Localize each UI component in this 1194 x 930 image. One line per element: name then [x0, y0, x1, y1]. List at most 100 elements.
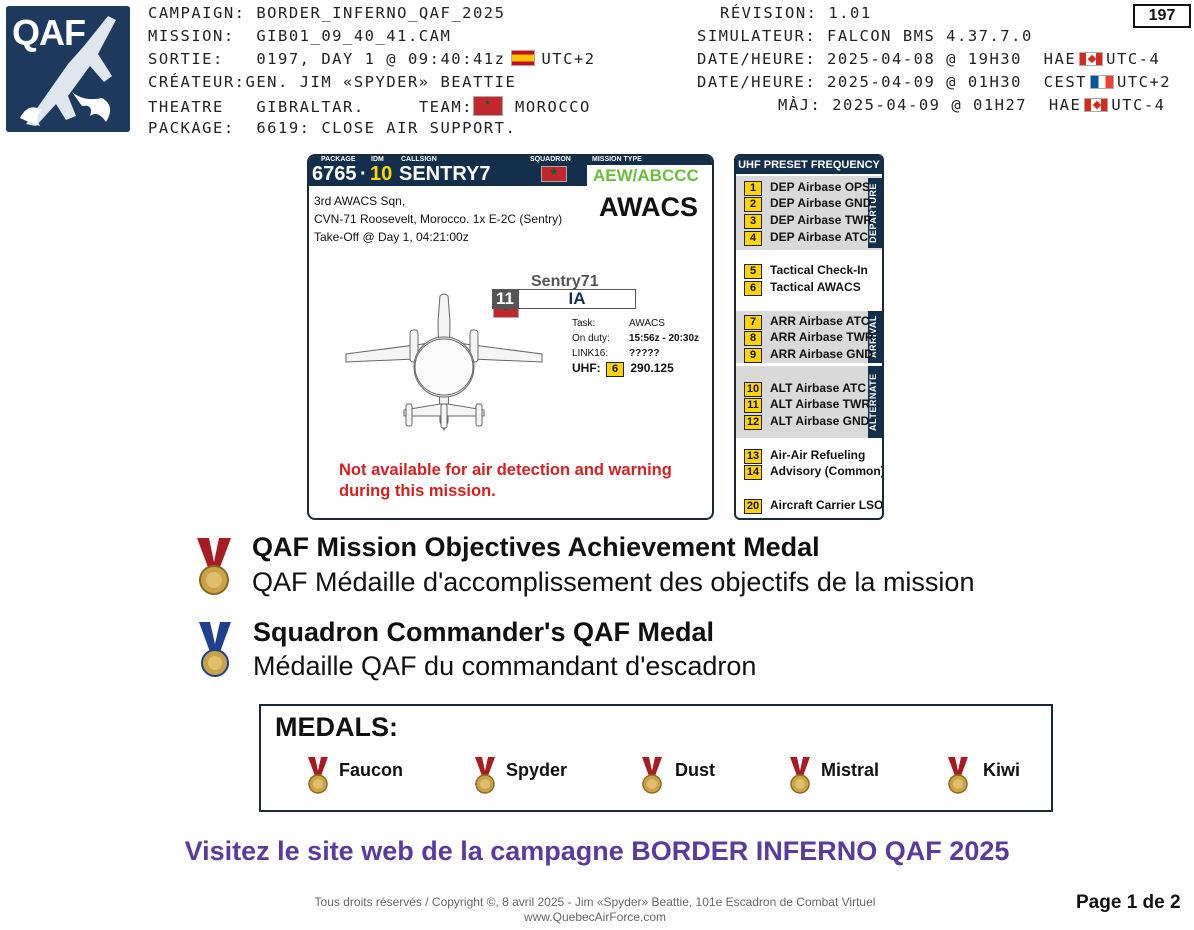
medal-recipient: Mistral: [821, 760, 880, 780]
tz-label: CEST: [1043, 73, 1087, 91]
footer: Tous droits réservés / Copyright ©, 8 av…: [0, 895, 1190, 925]
task-value: AWACS: [629, 318, 665, 329]
update-value: 2025-04-09 @ 01H27: [832, 96, 1028, 114]
role-title: AWACS: [599, 192, 699, 222]
theatre-value: GIBRALTAR.: [256, 98, 365, 116]
task-label: Task:: [572, 318, 596, 329]
squadron-flag-icon: [541, 166, 567, 182]
uhf-label: UHF:: [572, 361, 601, 375]
uhf-preset-number: 6: [606, 362, 625, 377]
morocco-flag-icon: [473, 96, 503, 116]
simulator-line: SIMULATEUR: FALCON BMS 4.37.7.0: [697, 27, 1033, 45]
warning-line-2: during this mission.: [339, 482, 496, 500]
medal-icon: [642, 757, 662, 794]
datetime-value: 2025-04-09 @ 01H30: [827, 73, 1022, 91]
medals-title: MEDALS:: [275, 712, 398, 742]
flight-card-header: PACKAGE IDM CALLSIGN SQUADRON MISSION TY…: [309, 156, 712, 186]
simulator-value: FALCON BMS 4.37.7.0: [827, 27, 1033, 45]
link16-label: LINK16:: [572, 348, 609, 359]
blue-medal-icon: [199, 622, 231, 677]
duty-value: 15:56z - 20:30z: [629, 333, 700, 344]
website-url[interactable]: www.QuebecAirForce.com: [523, 910, 667, 924]
idm-col-label: IDM: [371, 156, 384, 163]
mission-type-col-label: MISSION TYPE: [592, 156, 642, 163]
medal-recipient: Faucon: [339, 760, 404, 780]
campaign-value: BORDER_INFERNO_QAF_2025: [256, 4, 506, 22]
medal-recipient: Dust: [675, 760, 715, 780]
sortie-label: SORTIE:: [148, 50, 224, 68]
callsign: SENTRY7: [399, 163, 491, 185]
logo-text: QAF: [12, 12, 86, 53]
creator-label: CRÉATEUR:: [148, 73, 246, 91]
squadron-text: 3rd AWACS Sqn,: [314, 194, 406, 208]
squadron-col-label: SQUADRON: [530, 156, 571, 163]
medal-icon: [948, 757, 968, 794]
page-number-box: 197: [1133, 4, 1191, 28]
tz-label: HAE: [1048, 96, 1082, 114]
idm-number: 10: [370, 163, 393, 185]
revision-value: 1.01: [828, 4, 872, 22]
spain-flag-icon: [511, 50, 536, 66]
e2c-aircraft-icon: [345, 293, 543, 432]
campaign-website-link[interactable]: Visitez le site web de la campagne BORDE…: [184, 836, 1010, 866]
package-line: PACKAGE: 6619: CLOSE AIR SUPPORT.: [148, 119, 516, 137]
mission-label: MISSION:: [148, 27, 235, 45]
canada-flag-icon: [1079, 52, 1104, 66]
mission-value: GIB01_09_40_41.CAM: [256, 27, 452, 45]
medals-box: MEDALS: Faucon Spyder Dust Mistral Kiwi: [259, 704, 1053, 812]
task-labels: Task: On duty: LINK16:: [572, 316, 610, 361]
team-label: TEAM:: [418, 98, 473, 116]
medal-recipient: Spyder: [506, 760, 568, 780]
campaign-line: CAMPAIGN: BORDER_INFERNO_QAF_2025: [148, 4, 505, 22]
revision-line: RÉVISION: 1.01: [720, 4, 872, 22]
simulator-label: SIMULATEUR:: [697, 27, 817, 45]
award-title-en: QAF Mission Objectives Achievement Medal: [252, 532, 820, 562]
award-title-fr: QAF Médaille d'accomplissement des objec…: [252, 567, 975, 597]
package-value: 6619: CLOSE AIR SUPPORT.: [256, 119, 517, 137]
mission-type: AEW/ABCCC: [593, 166, 699, 185]
red-medal-icon: [197, 538, 231, 595]
availability-warning: Not available for air detection and warn…: [339, 460, 672, 502]
medal-icon: [308, 757, 328, 794]
slot-code: IA: [518, 289, 636, 309]
datetime-label: DATE/HEURE:: [697, 73, 817, 91]
alternate-tab: ALTERNATE: [868, 366, 882, 438]
qaf-logo: QAF: [6, 6, 130, 132]
qaf-logo-graphic: [6, 6, 130, 132]
copyright-text: Tous droits réservés / Copyright ©, 8 av…: [314, 895, 876, 909]
link16-value: ?????: [629, 348, 660, 359]
utc-offset: UTC-4: [1111, 96, 1166, 114]
award-title-fr: Médaille QAF du commandant d'escadron: [253, 651, 757, 681]
flight-info: 3rd AWACS Sqn, CVN-71 Roosevelt, Morocco…: [314, 192, 562, 246]
callsign-col-label: CALLSIGN: [401, 156, 437, 163]
team-value: MOROCCO: [515, 98, 591, 116]
package-number: 6765: [312, 163, 357, 185]
sortie-value: 0197, DAY 1 @ 09:40:41z: [256, 50, 506, 68]
canada-flag-icon: [1084, 98, 1109, 112]
slot-number: 11: [492, 289, 518, 309]
uhf-assignment: UHF: 6 290.125: [572, 361, 674, 377]
creator-value: GEN. JIM «SPYDER» BEATTIE: [245, 73, 517, 91]
medal-icon: [475, 757, 495, 794]
package-col-label: PACKAGE: [321, 156, 356, 163]
tz-label: HAE: [1043, 50, 1077, 68]
takeoff-text: Take-Off @ Day 1, 04:21:00z: [314, 230, 469, 244]
uhf-frequency: 290.125: [630, 361, 674, 375]
carrier-text: CVN-71 Roosevelt, Morocco. 1x E-2C (Sent…: [314, 212, 563, 226]
datetime-label: DATE/HEURE:: [697, 50, 817, 68]
